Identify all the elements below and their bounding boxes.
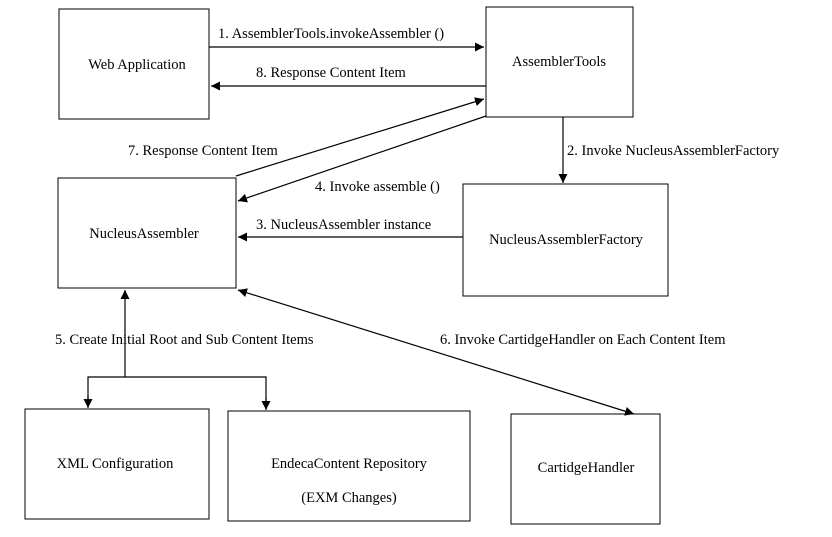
- step6-label: 6. Invoke CartidgeHandler on Each Conten…: [440, 332, 726, 348]
- assembler-tools-label: AssemblerTools: [512, 54, 606, 70]
- xml-configuration-label: XML Configuration: [57, 456, 174, 472]
- step4-label: 4. Invoke assemble (): [315, 179, 440, 195]
- web-application-label: Web Application: [88, 57, 186, 73]
- endeca-content-repository-label: EndecaContent Repository: [271, 456, 428, 472]
- assembler-tools-node: AssemblerTools: [485, 6, 634, 118]
- cartridge-handler-label: CartidgeHandler: [538, 460, 635, 476]
- step5-branch-line: [87, 376, 267, 409]
- step2-label: 2. Invoke NucleusAssemblerFactory: [567, 143, 780, 159]
- nucleus-assembler-node: NucleusAssembler: [57, 177, 237, 289]
- nucleus-assembler-factory-label: NucleusAssemblerFactory: [489, 232, 644, 248]
- nucleus-assembler-factory-node: NucleusAssemblerFactory: [462, 183, 669, 297]
- step3-label: 3. NucleusAssembler instance: [256, 217, 431, 233]
- nucleus-assembler-label: NucleusAssembler: [89, 226, 199, 242]
- endeca-content-repository-sublabel: (EXM Changes): [301, 490, 397, 506]
- endeca-content-repository-node: EndecaContent Repository (EXM Changes): [227, 410, 471, 522]
- step4-arrow: [237, 115, 487, 203]
- web-application-node: Web Application: [58, 8, 210, 120]
- step7-label: 7. Response Content Item: [128, 143, 279, 159]
- step7-arrow: [235, 97, 485, 177]
- step8-label: 8. Response Content Item: [256, 65, 407, 81]
- step6-arrow: [237, 288, 635, 416]
- step1-label: 1. AssemblerTools.invokeAssembler (): [218, 26, 444, 42]
- cartridge-handler-node: CartidgeHandler: [510, 413, 661, 525]
- xml-configuration-node: XML Configuration: [24, 408, 210, 520]
- step5-label: 5. Create Initial Root and Sub Content I…: [55, 332, 314, 348]
